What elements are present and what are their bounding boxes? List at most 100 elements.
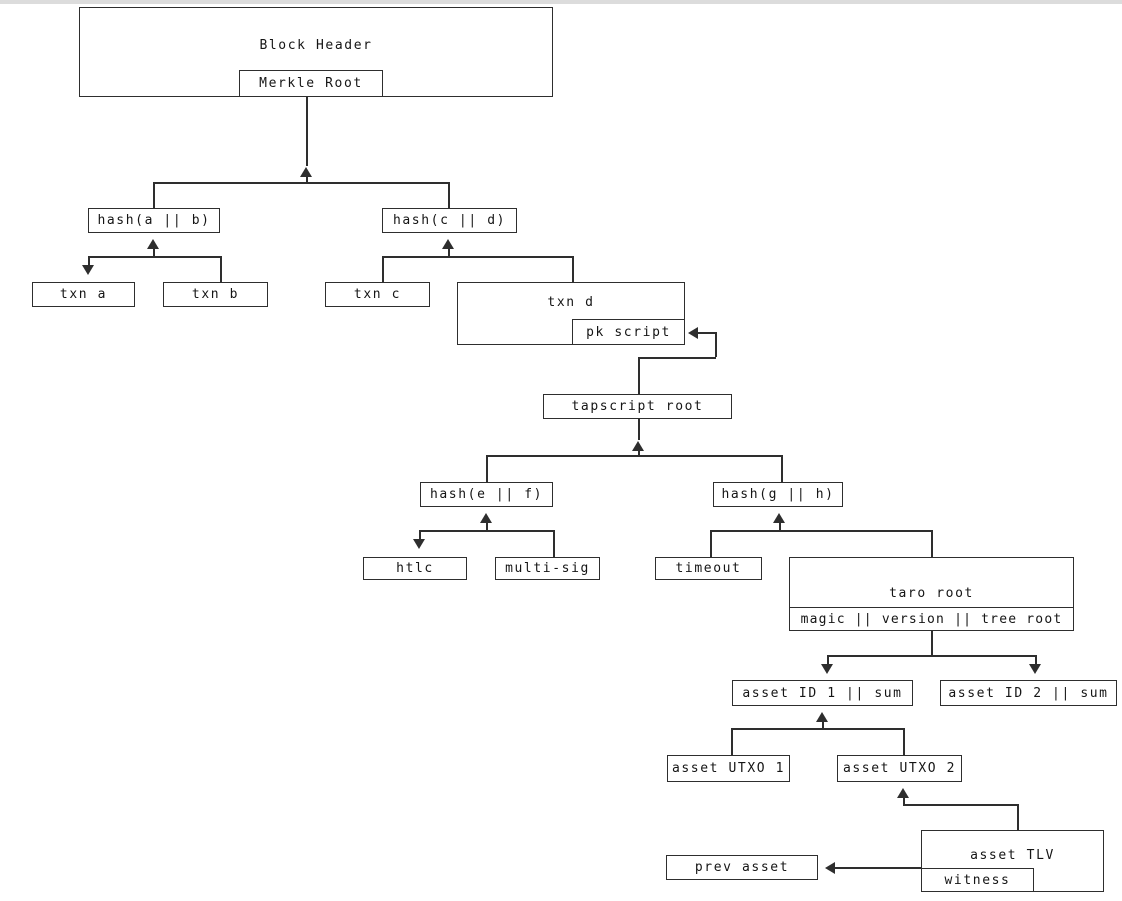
connector-line	[638, 451, 640, 456]
node-hash-ab: hash(a || b)	[88, 208, 220, 233]
connector-line	[931, 631, 933, 656]
connector-line	[553, 530, 555, 557]
arrow-down-icon	[821, 664, 833, 674]
connector-line	[153, 182, 155, 208]
node-multi-sig-label: multi-sig	[505, 561, 590, 576]
node-merkle-root-label: Merkle Root	[259, 76, 363, 91]
node-htlc-label: htlc	[396, 561, 434, 576]
node-txn-c: txn c	[325, 282, 430, 307]
node-asset-tlv-label: asset TLV	[970, 848, 1055, 863]
node-hash-gh: hash(g || h)	[713, 482, 843, 507]
node-prev-asset: prev asset	[666, 855, 818, 880]
node-hash-cd-label: hash(c || d)	[392, 213, 507, 228]
connector-line	[153, 249, 155, 257]
node-timeout: timeout	[655, 557, 762, 580]
node-asset-id-1: asset ID 1 || sum	[732, 680, 913, 706]
node-hash-ef-label: hash(e || f)	[429, 487, 544, 502]
connector-line	[88, 256, 90, 265]
node-block-header-label: Block Header	[259, 38, 373, 53]
connector-line	[486, 523, 488, 531]
connector-line	[419, 530, 553, 532]
arrow-up-icon	[897, 788, 909, 798]
arrow-up-icon	[147, 239, 159, 249]
node-taro-root-fields: magic || version || tree root	[789, 607, 1074, 631]
connector-line	[448, 182, 450, 208]
connector-line	[153, 182, 449, 184]
node-txn-c-label: txn c	[353, 287, 402, 302]
connector-line	[572, 256, 574, 282]
node-txn-a: txn a	[32, 282, 135, 307]
node-htlc: htlc	[363, 557, 467, 580]
connector-line	[903, 728, 905, 755]
connector-line	[710, 530, 712, 557]
connector-line	[827, 655, 829, 664]
connector-line	[1017, 804, 1019, 830]
arrow-up-icon	[480, 513, 492, 523]
connector-line	[1035, 655, 1037, 664]
node-prev-asset-label: prev asset	[694, 860, 790, 875]
arrow-left-icon	[825, 862, 835, 874]
connector-line	[698, 332, 716, 334]
node-asset-id-2: asset ID 2 || sum	[940, 680, 1117, 706]
connector-line	[306, 177, 308, 183]
connector-line	[827, 655, 1035, 657]
node-hash-gh-label: hash(g || h)	[721, 487, 835, 502]
node-witness-label: witness	[944, 872, 1011, 888]
connector-line	[638, 357, 640, 394]
node-hash-ab-label: hash(a || b)	[97, 213, 211, 228]
connector-line	[822, 722, 824, 729]
node-hash-ef: hash(e || f)	[420, 482, 553, 507]
connector-line	[731, 728, 733, 755]
arrow-up-icon	[300, 167, 312, 177]
node-merkle-root: Merkle Root	[239, 70, 383, 97]
connector-line	[715, 332, 717, 357]
node-asset-utxo-2: asset UTXO 2	[837, 755, 962, 782]
node-taro-root-label: taro root	[889, 586, 974, 601]
node-txn-b: txn b	[163, 282, 268, 307]
arrow-up-icon	[442, 239, 454, 249]
connector-line	[382, 256, 572, 258]
connector-line	[486, 455, 488, 482]
connector-line	[382, 256, 384, 282]
connector-line	[779, 523, 781, 531]
connector-line	[931, 530, 933, 557]
node-taro-root-fields-label: magic || version || tree root	[800, 611, 1063, 627]
node-asset-id-2-label: asset ID 2 || sum	[948, 685, 1109, 701]
node-pk-script: pk script	[572, 319, 685, 345]
arrow-down-icon	[1029, 664, 1041, 674]
connector-line	[710, 530, 931, 532]
node-timeout-label: timeout	[675, 561, 742, 576]
window-top-strip	[0, 0, 1122, 4]
connector-line	[835, 867, 921, 869]
node-txn-d-label: txn d	[547, 295, 595, 310]
connector-line	[88, 256, 220, 258]
arrow-down-icon	[413, 539, 425, 549]
connector-line	[220, 256, 222, 282]
connector-line	[731, 728, 903, 730]
node-tapscript-root: tapscript root	[543, 394, 732, 419]
connector-line	[419, 530, 421, 539]
arrow-up-icon	[816, 712, 828, 722]
node-txn-b-label: txn b	[191, 287, 240, 302]
connector-line	[903, 798, 905, 805]
node-witness: witness	[921, 868, 1034, 892]
arrow-left-icon	[688, 327, 698, 339]
connector-line	[306, 97, 308, 166]
node-txn-a-label: txn a	[59, 287, 108, 302]
node-asset-utxo-1-label: asset UTXO 1	[671, 761, 786, 776]
arrow-down-icon	[82, 265, 94, 275]
connector-line	[781, 455, 783, 482]
node-multi-sig: multi-sig	[495, 557, 600, 580]
connector-line	[638, 419, 640, 440]
node-asset-utxo-2-label: asset UTXO 2	[842, 761, 957, 776]
connector-line	[486, 455, 782, 457]
node-tapscript-root-label: tapscript root	[571, 399, 704, 414]
arrow-up-icon	[773, 513, 785, 523]
node-pk-script-label: pk script	[586, 324, 671, 340]
connector-line	[638, 357, 716, 359]
arrow-up-icon	[632, 441, 644, 451]
node-hash-cd: hash(c || d)	[382, 208, 517, 233]
connector-line	[448, 249, 450, 257]
node-asset-id-1-label: asset ID 1 || sum	[742, 685, 903, 701]
